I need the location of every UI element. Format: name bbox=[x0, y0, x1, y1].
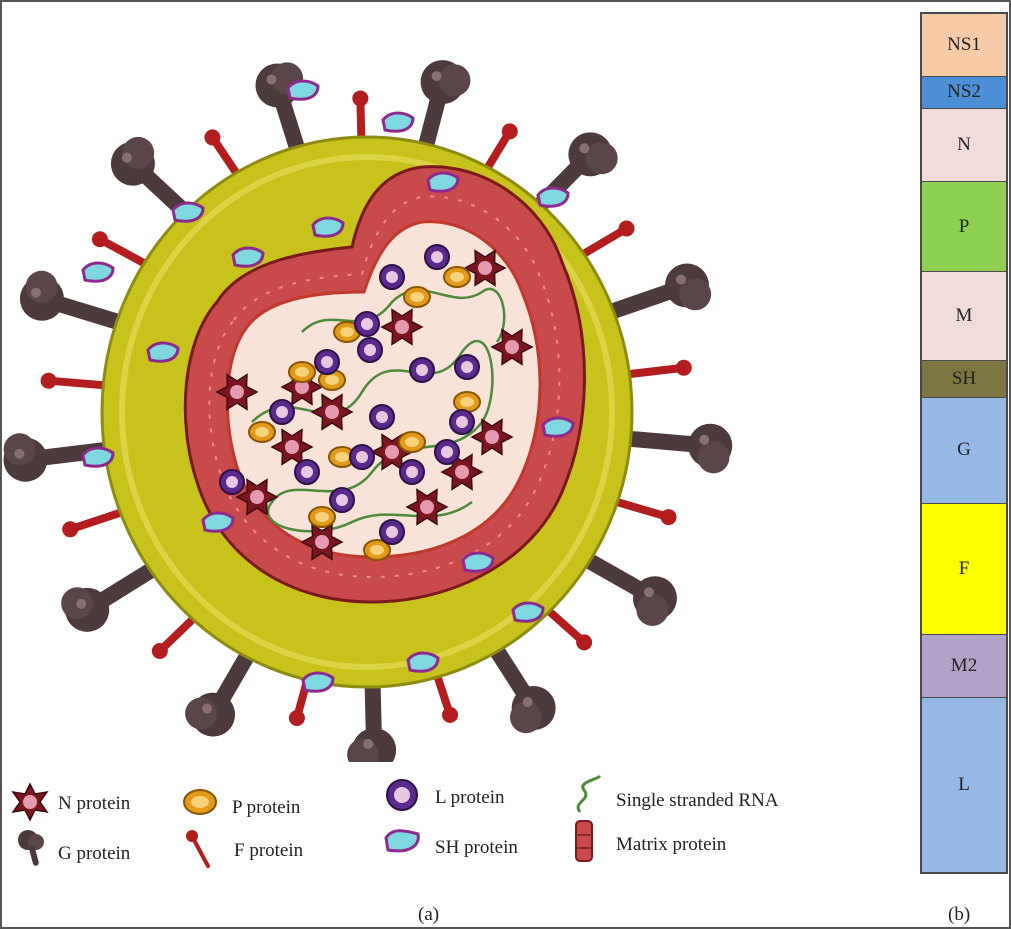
l-protein bbox=[434, 439, 460, 465]
p-protein bbox=[318, 369, 346, 391]
legend-label-g-protein: G protein bbox=[58, 843, 131, 864]
sh-protein bbox=[311, 216, 345, 238]
gene-sh: SH bbox=[922, 361, 1006, 399]
l-protein bbox=[399, 459, 425, 485]
legend-label-rna: Single stranded RNA bbox=[616, 790, 779, 811]
p-protein bbox=[248, 421, 276, 443]
l-protein bbox=[379, 264, 405, 290]
p-protein bbox=[328, 446, 356, 468]
gene-p: P bbox=[922, 182, 1006, 272]
gene-m: M bbox=[922, 271, 1006, 362]
sh-protein-icon bbox=[384, 829, 420, 853]
n-protein bbox=[405, 488, 449, 526]
l-protein bbox=[354, 311, 380, 337]
l-protein bbox=[424, 244, 450, 270]
p-protein bbox=[453, 391, 481, 413]
l-protein bbox=[449, 409, 475, 435]
legend-label-sh-protein: SH protein bbox=[435, 837, 518, 858]
p-protein bbox=[288, 361, 316, 383]
gene-n: N bbox=[922, 108, 1006, 183]
p-protein bbox=[333, 321, 361, 343]
gene-f: F bbox=[922, 503, 1006, 636]
internal-proteins bbox=[215, 244, 534, 561]
f-protein-icon bbox=[186, 830, 210, 868]
sh-protein bbox=[301, 671, 335, 693]
p-protein-icon bbox=[183, 789, 217, 815]
p-protein bbox=[398, 431, 426, 453]
l-protein bbox=[329, 487, 355, 513]
sh-protein bbox=[406, 651, 440, 673]
sh-protein bbox=[511, 601, 545, 623]
sh-protein bbox=[201, 511, 235, 533]
gene-ns1: NS1 bbox=[922, 14, 1006, 78]
n-protein bbox=[215, 373, 259, 411]
n-protein bbox=[310, 393, 354, 431]
sh-protein bbox=[426, 171, 460, 193]
sh-protein bbox=[541, 416, 575, 438]
sh-protein bbox=[286, 79, 320, 101]
sh-protein bbox=[381, 111, 415, 133]
l-protein bbox=[454, 354, 480, 380]
l-protein bbox=[269, 399, 295, 425]
sh-protein bbox=[146, 341, 180, 363]
l-protein bbox=[369, 404, 395, 430]
n-protein-icon bbox=[11, 782, 49, 822]
l-protein bbox=[349, 444, 375, 470]
l-protein bbox=[294, 459, 320, 485]
sh-protein bbox=[81, 446, 115, 468]
legend-label-matrix-protein: Matrix protein bbox=[616, 834, 727, 855]
p-protein bbox=[308, 506, 336, 528]
sh-proteins bbox=[81, 79, 575, 693]
l-protein bbox=[409, 357, 435, 383]
sh-protein bbox=[231, 246, 265, 268]
legend-label-l-protein: L protein bbox=[435, 787, 505, 808]
sh-protein bbox=[461, 551, 495, 573]
n-protein bbox=[490, 328, 534, 366]
rna-icon bbox=[576, 774, 602, 813]
matrix-protein-icon bbox=[575, 820, 593, 862]
p-protein bbox=[403, 286, 431, 308]
l-protein bbox=[357, 337, 383, 363]
legend-label-p-protein: P protein bbox=[232, 797, 301, 818]
gene-g: G bbox=[922, 398, 1006, 504]
sh-protein bbox=[81, 261, 115, 283]
virion-illustration bbox=[3, 60, 733, 762]
gene-l: L bbox=[922, 698, 1006, 872]
panel-a-caption: (a) bbox=[418, 904, 440, 925]
n-protein bbox=[380, 308, 424, 346]
l-protein-icon bbox=[386, 779, 418, 811]
n-protein bbox=[235, 478, 279, 516]
gene-ns2: NS2 bbox=[922, 77, 1006, 109]
p-protein bbox=[443, 266, 471, 288]
l-protein bbox=[379, 519, 405, 545]
sh-protein bbox=[171, 201, 205, 223]
g-protein-icon bbox=[18, 830, 44, 866]
panel-b-caption: (b) bbox=[948, 904, 971, 925]
rna-strand bbox=[301, 287, 506, 343]
legend-label-f-protein: F protein bbox=[234, 840, 304, 861]
sh-protein bbox=[536, 186, 570, 208]
n-protein bbox=[470, 418, 514, 456]
l-protein bbox=[219, 469, 245, 495]
legend-label-n-protein: N protein bbox=[58, 793, 131, 814]
l-protein bbox=[314, 349, 340, 375]
n-protein bbox=[440, 453, 484, 491]
p-protein bbox=[363, 539, 391, 561]
gene-m2: M2 bbox=[922, 635, 1006, 699]
